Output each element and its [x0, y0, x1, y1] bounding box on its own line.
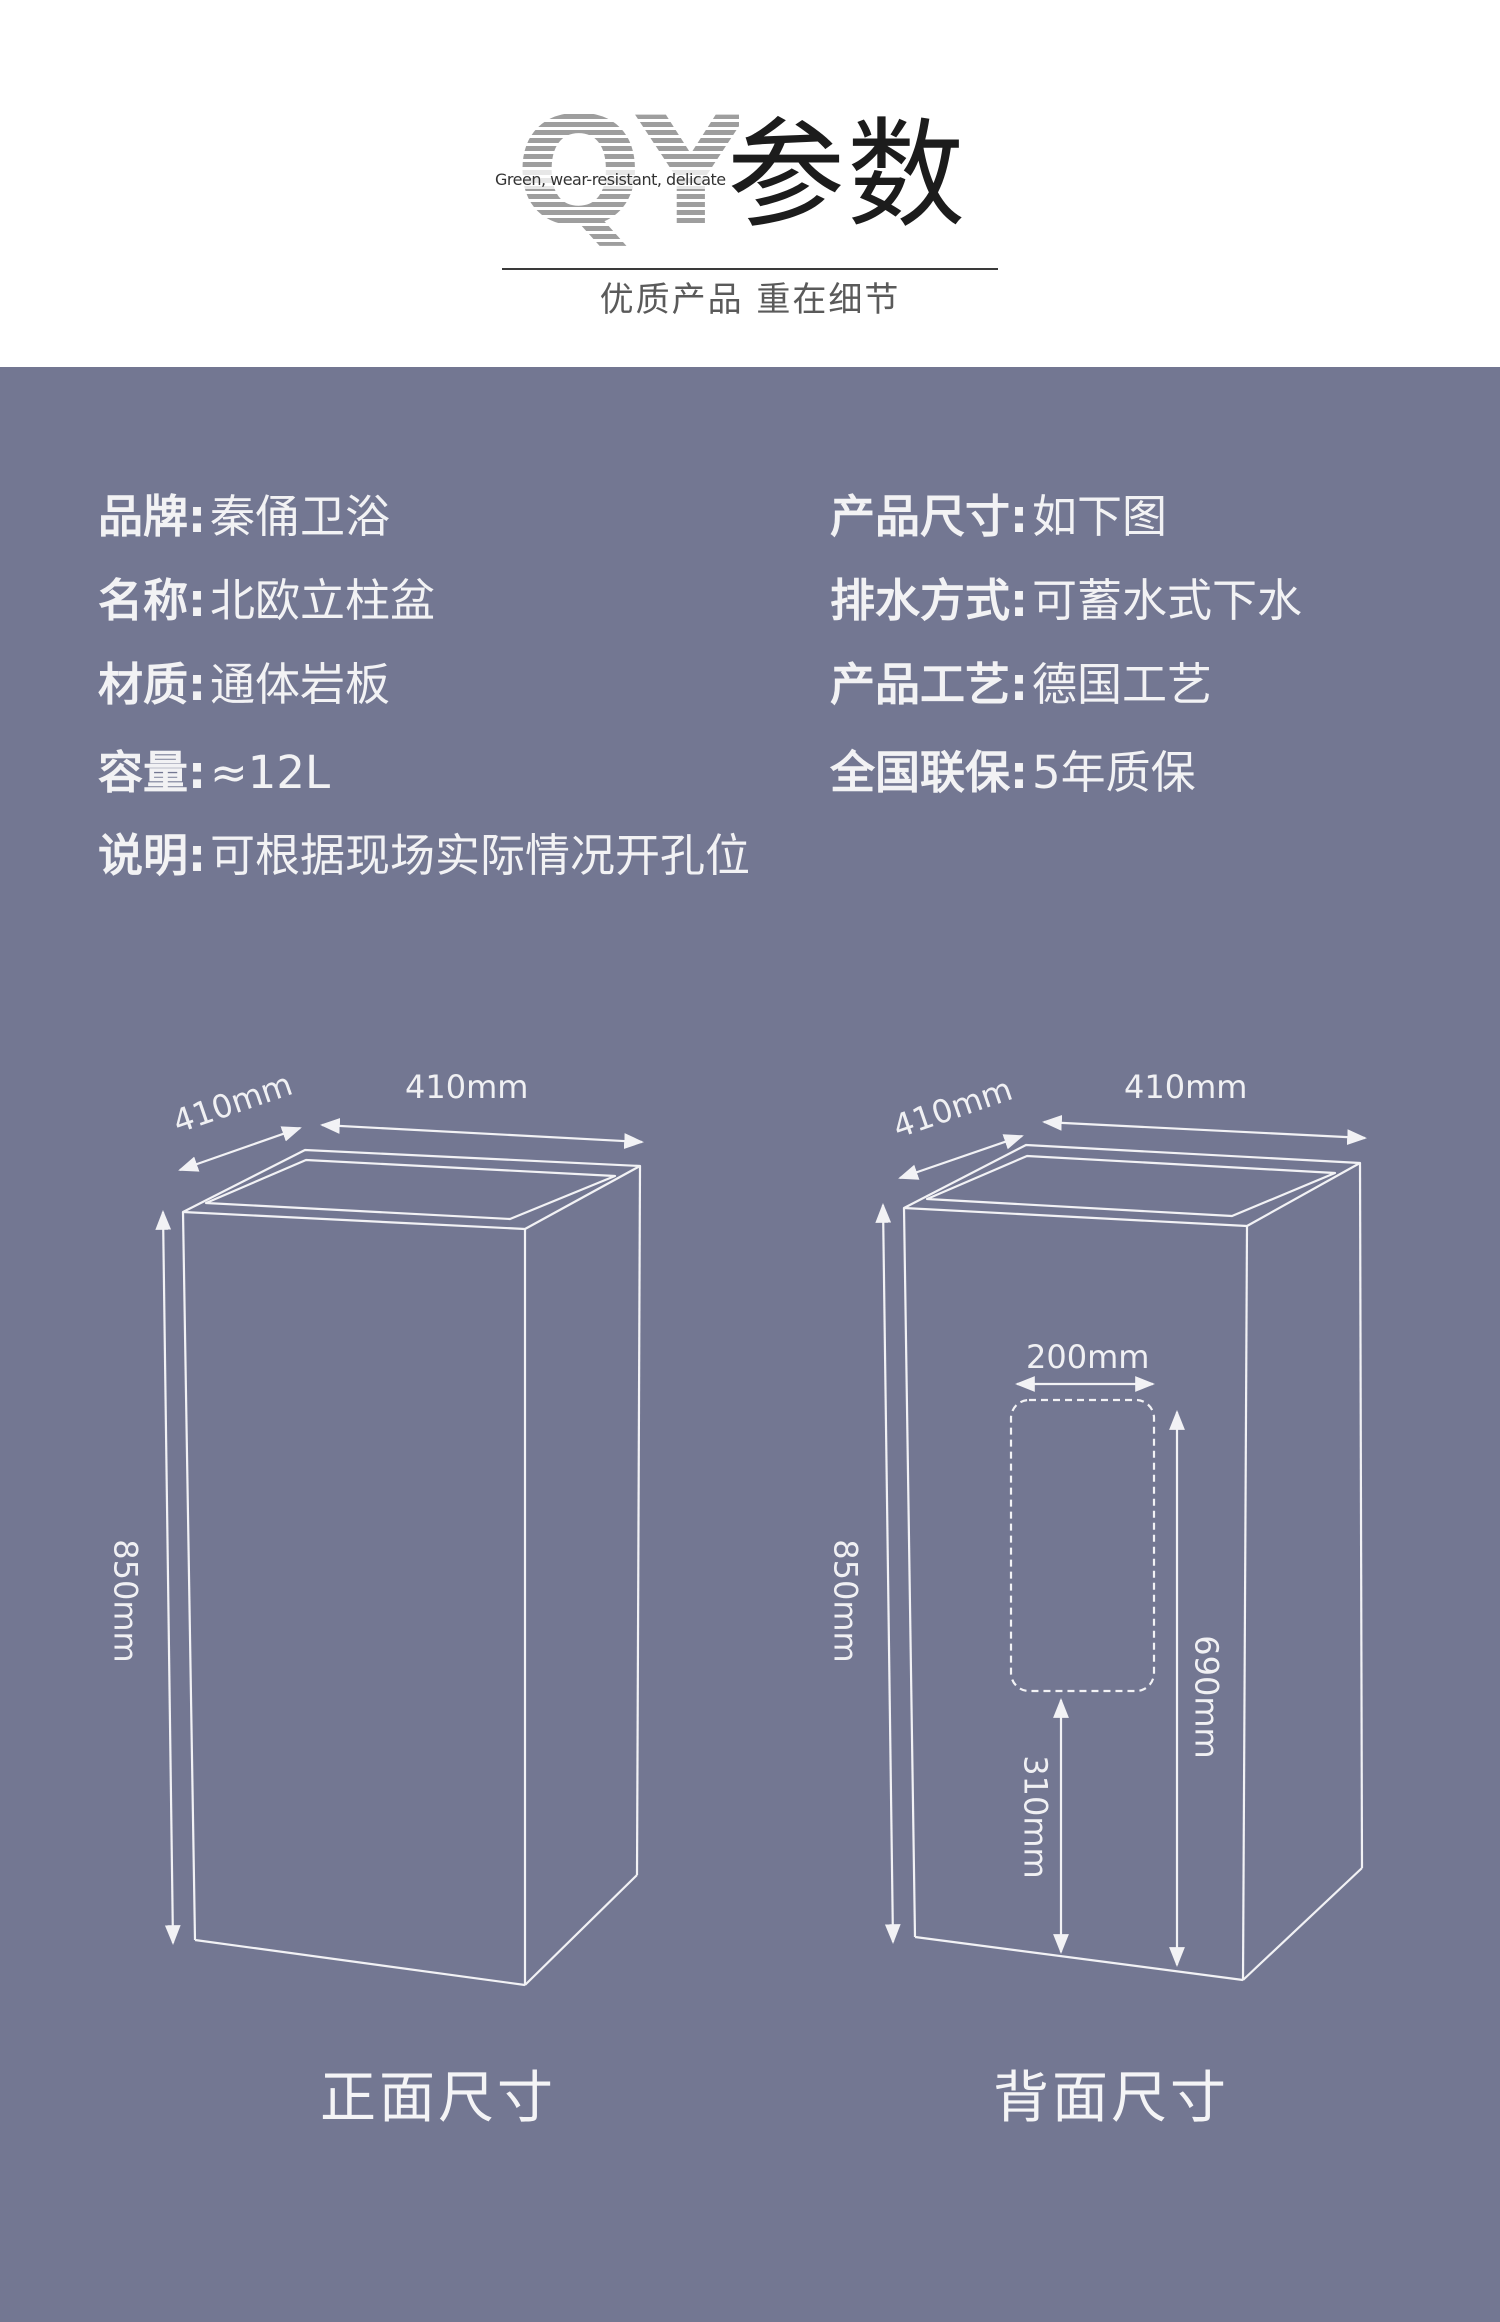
spec-capacity: 容量:≈12L	[98, 743, 330, 803]
front-caption: 正面尺寸	[320, 2066, 556, 2131]
spec-value: 5年质保	[1032, 746, 1196, 799]
spec-warranty: 全国联保:5年质保	[830, 743, 1196, 803]
spec-value: 秦俑卫浴	[210, 490, 391, 543]
title-divider	[502, 268, 998, 270]
drain-hole-outline	[1009, 1398, 1156, 1693]
hole-bottom-height-label: 310mm	[1016, 1755, 1055, 1879]
spec-drain: 排水方式:可蓄水式下水	[830, 571, 1302, 631]
spec-label: 排水方式:	[830, 574, 1028, 627]
header: QY Green, wear-resistant, delicate 参数 优质…	[0, 0, 1500, 367]
back-caption: 背面尺寸	[993, 2066, 1229, 2131]
logo-tagline: Green, wear-resistant, delicate	[493, 170, 728, 189]
spec-craft: 产品工艺:德国工艺	[830, 655, 1212, 715]
spec-value: 可蓄水式下水	[1032, 574, 1303, 627]
spec-label: 品牌:	[98, 490, 206, 543]
front-box-outline	[181, 1148, 642, 1987]
spec-value: 德国工艺	[1032, 658, 1213, 711]
spec-label: 全国联保:	[830, 746, 1028, 799]
spec-brand: 品牌:秦俑卫浴	[98, 487, 390, 547]
hole-width-label: 200mm	[1026, 1338, 1150, 1376]
spec-label: 名称:	[98, 574, 206, 627]
spec-name: 名称:北欧立柱盆	[98, 571, 435, 631]
spec-value: 可根据现场实际情况开孔位	[210, 829, 751, 882]
spec-note: 说明:可根据现场实际情况开孔位	[98, 826, 750, 886]
hole-top-height-label: 690mm	[1187, 1635, 1226, 1759]
spec-value: ≈12L	[210, 746, 331, 799]
spec-panel	[0, 367, 1500, 2322]
spec-label: 产品尺寸:	[830, 490, 1028, 543]
back-dimension-lines	[875, 1114, 1367, 1967]
front-height-label: 850mm	[106, 1539, 145, 1663]
spec-label: 材质:	[98, 658, 206, 711]
spec-label: 说明:	[98, 829, 206, 882]
front-dimension-lines	[155, 1118, 644, 1945]
back-width-label: 410mm	[1124, 1068, 1248, 1106]
spec-label: 容量:	[98, 746, 206, 799]
spec-label: 产品工艺:	[830, 658, 1028, 711]
spec-material: 材质:通体岩板	[98, 655, 390, 715]
spec-value: 如下图	[1032, 490, 1168, 543]
spec-value: 通体岩板	[210, 658, 391, 711]
spec-size: 产品尺寸:如下图	[830, 487, 1167, 547]
page-title: 参数	[727, 106, 968, 244]
spec-value: 北欧立柱盆	[210, 574, 436, 627]
front-width-label: 410mm	[405, 1068, 529, 1106]
slogan: 优质产品 重在细节	[599, 280, 901, 320]
back-box-outline	[902, 1143, 1364, 1982]
back-height-label: 850mm	[826, 1539, 865, 1663]
